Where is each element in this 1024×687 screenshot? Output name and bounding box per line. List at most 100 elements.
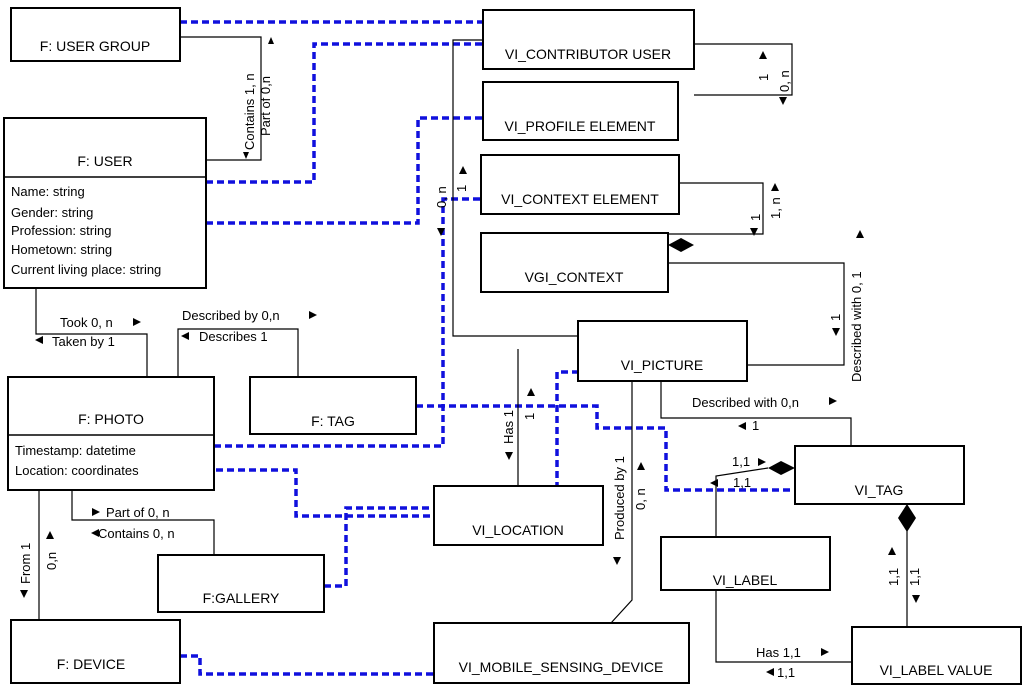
line-contributor-self <box>694 43 793 96</box>
label-cardinality: 1,1 <box>732 454 750 469</box>
label-has: Has 1,1 <box>756 645 801 660</box>
line-usergroup-user <box>180 36 262 161</box>
attribute-gender: Gender: string <box>11 205 93 220</box>
entity-vi-tag[interactable]: VI_TAG <box>794 445 965 505</box>
arrow-down-icon <box>505 452 513 460</box>
entity-f-photo[interactable]: F: PHOTO Timestamp: datetime Location: c… <box>7 376 215 491</box>
map-location-picture <box>172 468 432 518</box>
entity-title: F: PHOTO <box>78 411 144 427</box>
diamond-vitag-value <box>898 504 916 532</box>
entity-title: F:GALLERY <box>203 590 280 606</box>
arrow-left-icon <box>766 668 774 676</box>
arrow-down-icon <box>779 97 787 105</box>
aggregation-diamonds <box>668 238 916 532</box>
entity-title: VI_CONTRIBUTOR USER <box>505 46 671 62</box>
entity-vi-label[interactable]: VI_LABEL <box>660 536 831 591</box>
label-from: From 1 <box>18 543 33 584</box>
entity-title: VI_PICTURE <box>621 357 703 373</box>
label-cardinality: 1 <box>748 214 763 221</box>
attribute-timestamp: Timestamp: datetime <box>15 443 136 458</box>
label-described-by: Described by 0,n <box>182 308 280 323</box>
arrow-down-icon <box>20 590 28 598</box>
entity-vgi-context[interactable]: VGI_CONTEXT <box>480 232 669 293</box>
label-part-of: Part of 0, n <box>106 505 170 520</box>
label-cardinality: 0, n <box>434 186 449 208</box>
label-described-with: Described with 0, 1 <box>849 271 864 382</box>
arrow-right-icon <box>92 508 100 516</box>
arrow-up-icon <box>771 183 779 191</box>
attribute-profession: Profession: string <box>11 223 111 238</box>
entity-vi-picture[interactable]: VI_PICTURE <box>577 320 748 382</box>
label-cardinality: 1,1 <box>733 475 751 490</box>
arrow-right-icon <box>829 397 837 405</box>
entity-vi-profile-element[interactable]: VI_PROFILE ELEMENT <box>482 81 679 141</box>
entity-f-user-group[interactable]: F: USER GROUP <box>10 7 181 62</box>
arrow-down-icon <box>437 228 445 236</box>
entity-f-device[interactable]: F: DEVICE <box>10 619 181 684</box>
entity-vi-context-element[interactable]: VI_CONTEXT ELEMENT <box>480 154 680 215</box>
line-photo-gallery <box>71 490 215 555</box>
label-cardinality: 1, n <box>768 197 783 219</box>
label-produced-by: Produced by 1 <box>612 456 627 540</box>
map-device-sensing <box>180 654 434 676</box>
entity-title: F: USER <box>77 153 132 169</box>
line-user-photo <box>35 288 148 377</box>
entity-title: F: USER GROUP <box>40 38 150 54</box>
line-contextelem-vgi <box>668 182 764 235</box>
arrow-up-icon <box>46 531 54 539</box>
entity-title: F: TAG <box>311 413 355 429</box>
direction-arrows <box>20 37 920 676</box>
arrow-right-icon <box>758 458 766 466</box>
label-cardinality: 1 <box>756 74 771 81</box>
entity-f-user[interactable]: F: USER Name: string Gender: string Prof… <box>3 117 207 289</box>
entity-title: VI_PROFILE ELEMENT <box>505 118 656 134</box>
map-user-contributor <box>206 42 483 184</box>
arrow-up-icon <box>268 37 274 44</box>
label-cardinality: 0,n <box>44 552 59 570</box>
diamond-vgi-context <box>668 238 694 252</box>
label-contains: Contains 1, n <box>242 73 257 150</box>
label-describes: Describes 1 <box>199 329 268 344</box>
label-contains: Contains 0, n <box>98 526 175 541</box>
label-cardinality: 0, n <box>777 70 792 92</box>
entity-title: VGI_CONTEXT <box>525 269 624 285</box>
arrow-right-icon <box>309 311 317 319</box>
arrow-up-icon <box>888 547 896 555</box>
entity-vi-label-value[interactable]: VI_LABEL VALUE <box>851 626 1022 685</box>
relationship-lines <box>35 36 908 663</box>
line-picture-vitag <box>660 381 852 446</box>
label-cardinality: 1,1 <box>907 568 922 586</box>
line-contributor-picture <box>452 39 578 337</box>
entity-f-tag[interactable]: F: TAG <box>249 376 417 435</box>
entity-f-gallery[interactable]: F:GALLERY <box>157 554 325 613</box>
line-label-vitag <box>715 467 769 537</box>
arrow-down-icon <box>832 328 840 336</box>
line-photo-tag <box>177 328 299 377</box>
attribute-location: Location: coordinates <box>15 463 139 478</box>
entity-vi-contributor-user[interactable]: VI_CONTRIBUTOR USER <box>482 9 695 70</box>
label-cardinality: 0, n <box>633 488 648 510</box>
entity-title: VI_LABEL <box>713 572 778 588</box>
entity-title: VI_MOBILE_SENSING_DEVICE <box>459 659 664 675</box>
label-cardinality: 1 <box>522 413 537 420</box>
label-described-with: Described with 0,n <box>692 395 799 410</box>
entity-vi-mobile-sensing-device[interactable]: VI_MOBILE_SENSING_DEVICE <box>433 622 690 684</box>
arrow-left-icon <box>738 422 746 430</box>
label-cardinality: 1,1 <box>777 665 795 680</box>
arrow-up-icon <box>759 51 767 59</box>
line-picture-sensing <box>610 381 633 624</box>
label-took: Took 0, n <box>60 315 113 330</box>
arrow-up-icon <box>527 388 535 396</box>
arrow-left-icon <box>181 332 189 340</box>
arrow-left-icon <box>91 529 99 537</box>
arrow-up-icon <box>459 166 467 174</box>
arrow-down-icon <box>912 595 920 603</box>
arrow-right-icon <box>133 318 141 326</box>
line-vgi-picture <box>668 262 845 366</box>
arrow-up-icon <box>856 230 864 238</box>
label-cardinality: 1,1 <box>886 568 901 586</box>
arrow-up-icon <box>637 462 645 470</box>
entity-vi-location[interactable]: VI_LOCATION <box>433 485 604 546</box>
label-part-of: Part of 0,n <box>258 76 273 136</box>
arrow-down-icon <box>613 557 621 565</box>
